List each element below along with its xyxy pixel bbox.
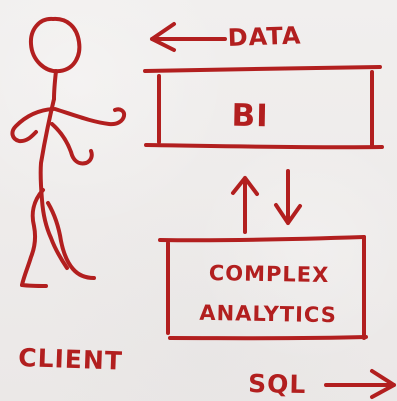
client-label: CLIENT [18, 343, 124, 376]
client-left-arm [10, 107, 55, 144]
analytics-label: ANALYTICS [199, 301, 337, 327]
bi-label: BI [231, 98, 269, 135]
diagram-ink [10, 16, 396, 399]
data-arrow-left [150, 22, 227, 52]
analytics-box-top-line [158, 235, 366, 243]
data-label: DATA [227, 21, 302, 52]
client-left-foot [20, 283, 48, 288]
client-right-leg [46, 201, 96, 280]
client-right-arm [53, 107, 127, 127]
up-arrow [231, 176, 259, 234]
client-left-leg [20, 188, 45, 287]
sql-label: SQL [248, 369, 307, 399]
complex-label: COMPLEX [209, 261, 330, 287]
bi-box-bottom-line [144, 143, 384, 150]
bi-box-top-line [143, 65, 382, 73]
analytics-box-bottom-line [168, 335, 368, 341]
sql-arrow-right [324, 369, 396, 399]
client-right-hand [50, 122, 94, 166]
down-arrow [274, 169, 302, 225]
client-head [28, 16, 82, 74]
client-neck [52, 69, 58, 101]
client-body [38, 97, 69, 270]
